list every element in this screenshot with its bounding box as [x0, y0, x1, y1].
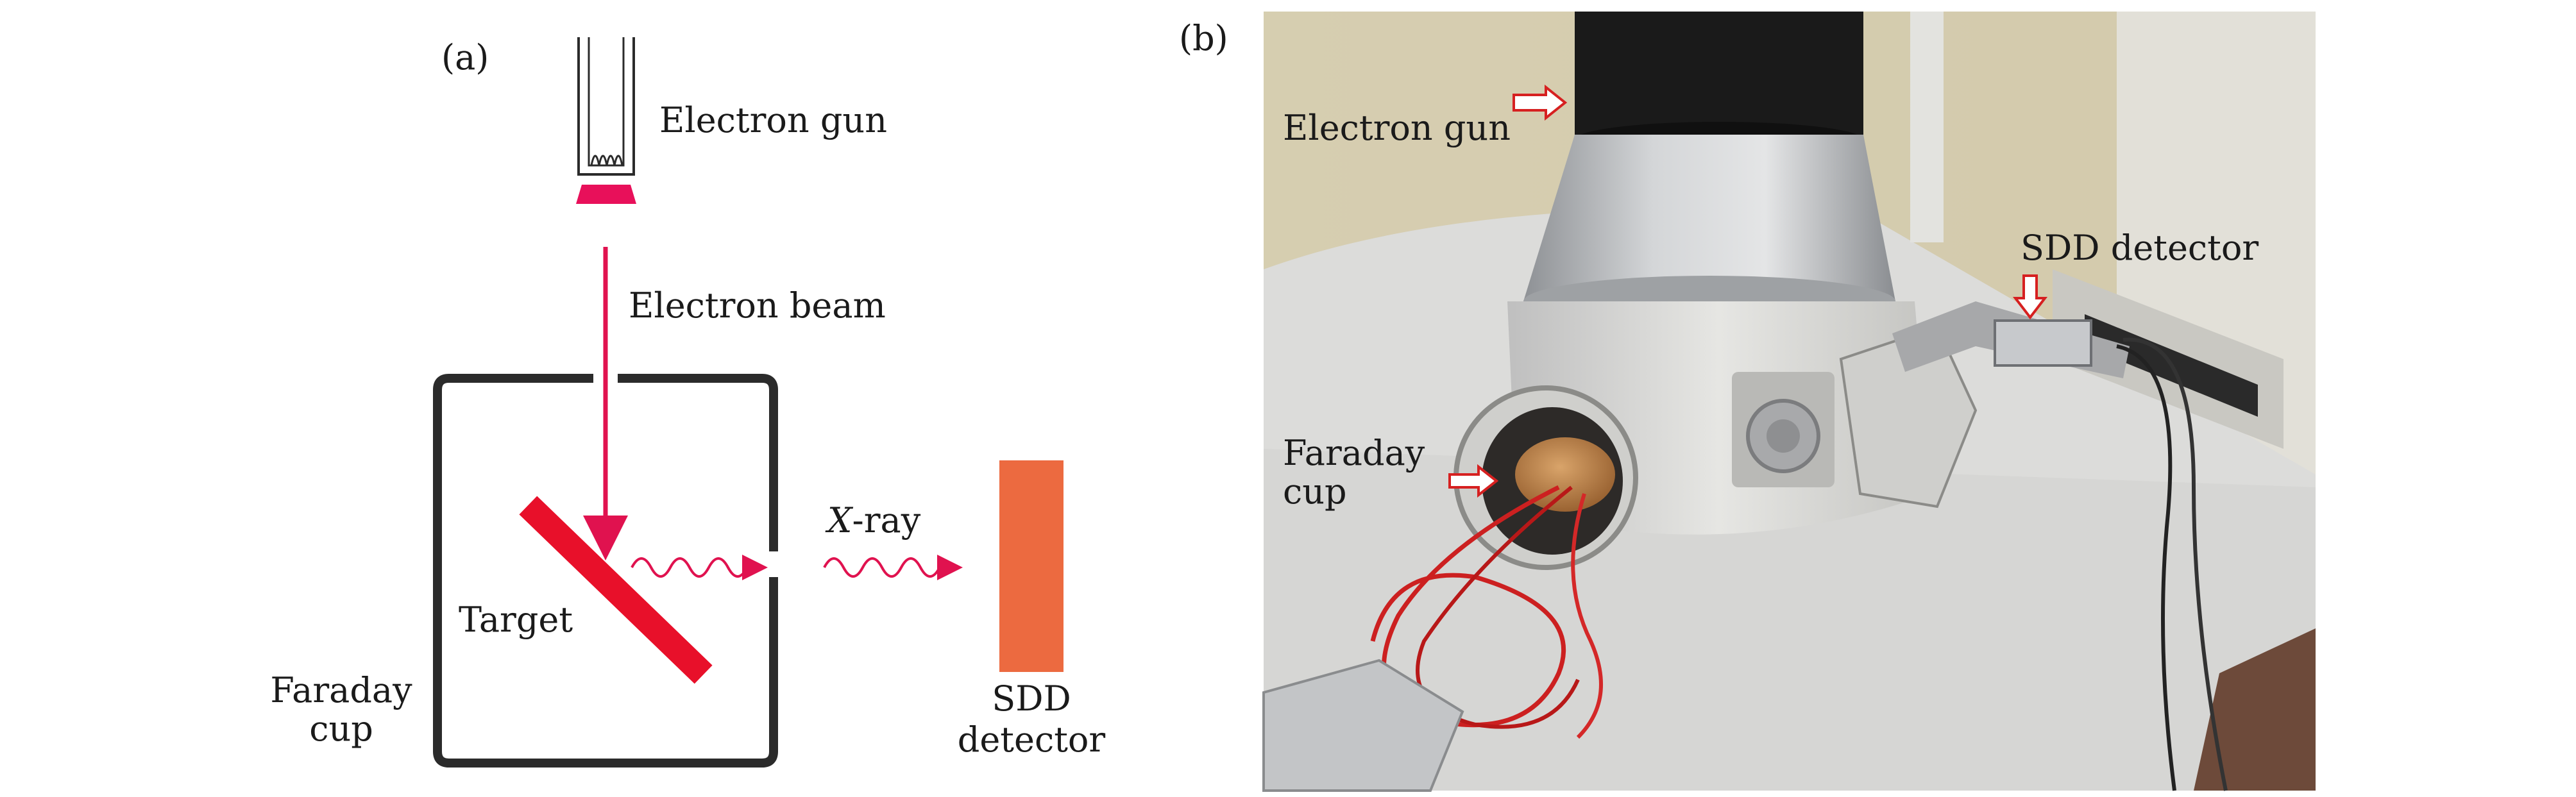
panel-a: (a) Electron gun Electron beam Target X-…	[270, 37, 1106, 768]
sdd-label-line1: SDD	[992, 678, 1071, 719]
electron-gun-label: Electron gun	[659, 100, 887, 140]
electron-gun-pointer-icon	[1513, 84, 1568, 121]
sdd-label-line2: detector	[958, 719, 1106, 760]
xray-wave-outer	[823, 555, 963, 580]
photo-electron-gun-label: Electron gun	[1283, 108, 1511, 148]
faraday-label-line1: Faraday	[270, 670, 412, 710]
cathode	[576, 185, 636, 204]
target-label: Target	[459, 600, 573, 640]
panel-b: (b)	[1179, 12, 2316, 792]
electron-gun-icon	[576, 37, 636, 204]
xray-wave-inner	[631, 555, 768, 580]
sdd-detector	[999, 460, 1063, 672]
photo-faraday-line1: Faraday	[1283, 433, 1425, 473]
xray-label-rest: -ray	[852, 500, 920, 541]
photo-sdd-label: SDD detector	[2021, 228, 2258, 268]
target	[519, 496, 713, 684]
sdd-pointer-icon	[2012, 274, 2048, 320]
panel-a-label: (a)	[441, 37, 489, 78]
faraday-label-line2: cup	[309, 709, 373, 749]
xray-label: X-ray	[825, 500, 921, 541]
xray-label-italic: X	[825, 500, 854, 541]
faraday-pointer-icon	[1448, 464, 1499, 498]
faraday-cup-wall-top	[618, 374, 778, 551]
photo-faraday-line2: cup	[1283, 471, 1347, 512]
electron-beam-label: Electron beam	[629, 285, 886, 326]
panel-b-label: (b)	[1179, 18, 1228, 58]
faraday-cup-wall	[433, 374, 778, 768]
